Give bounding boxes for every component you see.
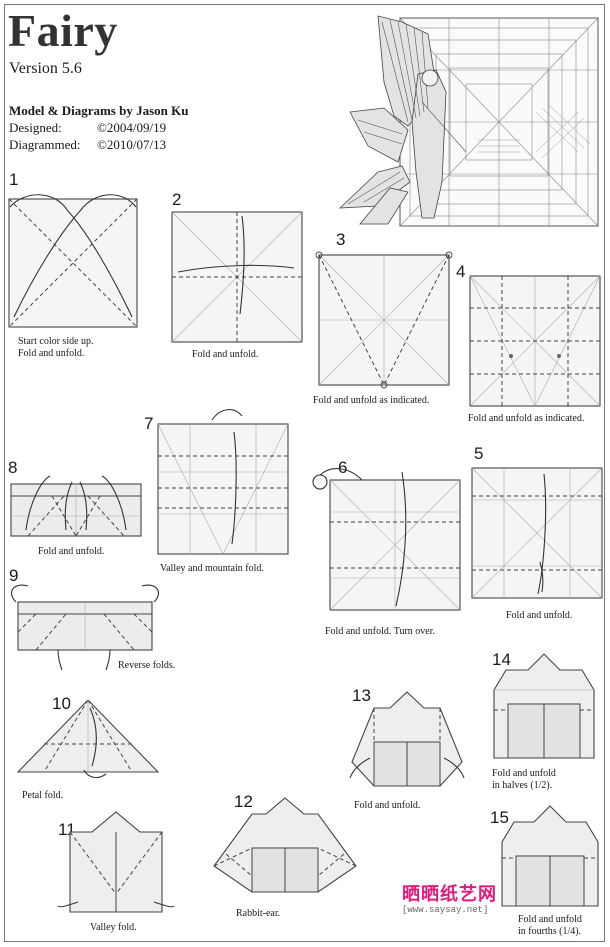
diagrammed-label: Diagrammed: [9,137,81,152]
step-10-diagram [16,699,160,779]
step-8-caption: Fold and unfold. [38,546,105,557]
step-3-number: 3 [336,230,346,249]
step-7-number: 7 [144,414,154,433]
step-11-caption: Valley fold. [90,922,137,933]
page-border [4,4,605,942]
step-1-diagram [8,194,138,328]
step-14-number: 14 [492,650,511,669]
step-2-number: 2 [172,190,182,209]
step-10-caption: Petal fold. [22,790,64,801]
version-label: Version 5.6 [9,60,82,77]
step-1-caption-text: Start color side up. Fold and unfold. [18,336,94,359]
step-6-number: 6 [338,458,348,477]
step-5-number: 5 [474,444,484,463]
step-13-diagram [349,691,465,787]
designed-date: ©2004/09/19 [97,120,167,135]
diagrammed-date: ©2010/07/13 [97,137,167,152]
step-12-number: 12 [234,792,253,811]
step-1-number: 1 [9,170,19,189]
step-9-number: 9 [9,566,19,585]
step-12-diagram [213,797,357,893]
fairy-crease-pattern-illustration [338,15,599,227]
step-1-caption: Start color side up. Fold and unfold. [18,336,94,359]
step-5-caption: Fold and unfold. [506,610,573,621]
step-9-diagram [11,584,159,671]
step-13-caption: Fold and unfold. [354,800,421,811]
step-15-diagram [501,805,599,907]
step-12-caption: Rabbit-ear. [236,908,281,919]
step-14-caption: Fold and unfold in halves (1/2). [492,768,556,791]
step-2-caption: Fold and unfold. [192,349,259,360]
step-3-caption: Fold and unfold as indicated. [313,395,430,406]
step-9-caption: Reverse folds. [118,660,176,671]
step-6-caption: Fold and unfold. Turn over. [325,626,436,637]
step-2-diagram [171,211,303,343]
step-5-diagram [471,467,603,599]
diagrammed-row: Diagrammed: ©2010/07/13 [9,137,166,153]
step-11-diagram [57,811,175,913]
step-14-diagram [493,653,595,759]
step-4-number: 4 [456,262,466,281]
step-4-caption: Fold and unfold as indicated. [468,413,585,424]
step-15-caption: Fold and unfold in fourths (1/4). [518,914,582,937]
designed-row: Designed: ©2004/09/19 [9,120,166,136]
step-7-caption: Valley and mountain fold. [160,563,264,574]
designed-label: Designed: [9,120,62,135]
step-7-diagram [157,409,289,555]
step-4-diagram [469,275,601,407]
step-8-diagram [10,475,142,537]
step-13-number: 13 [352,686,371,705]
step-6-diagram [312,468,461,611]
site-watermark: 晒晒纸艺网 [402,884,497,904]
step-15-number: 15 [490,808,509,827]
step-8-number: 8 [8,458,18,477]
site-watermark-url: [www.saysay.net] [402,905,489,915]
model-title: Fairy [8,5,118,56]
step-14-caption-text: Fold and unfold in halves (1/2). [492,768,556,791]
step-10-number: 10 [52,694,71,713]
step-15-caption-text: Fold and unfold in fourths (1/4). [518,914,582,937]
credits-line: Model & Diagrams by Jason Ku [9,103,189,118]
step-3-diagram [315,251,453,389]
